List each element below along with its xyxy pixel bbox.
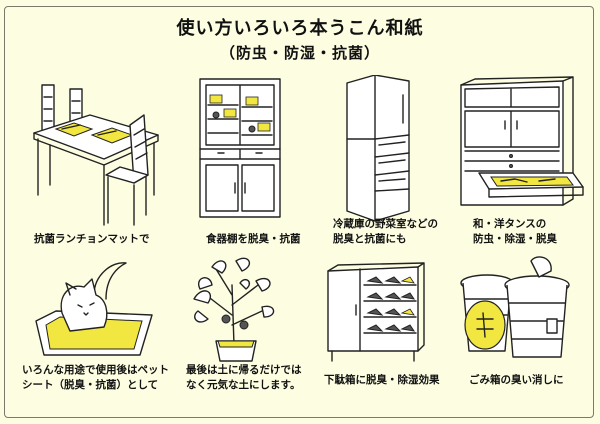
item-trash-cans: ごみ箱の臭い消しに bbox=[455, 255, 590, 405]
item-refrigerator: 冷蔵庫の野菜室などの 脱臭と抗菌にも bbox=[325, 75, 450, 250]
item-caption: ごみ箱の臭い消しに bbox=[469, 373, 564, 388]
caption-line: 脱臭と抗菌にも bbox=[333, 233, 407, 245]
item-caption: 抗菌ランチョンマットで bbox=[34, 232, 150, 247]
page-title: 使い方いろいろ本うこん和紙 bbox=[176, 18, 424, 39]
caption-line: 和・洋タンスの bbox=[473, 218, 547, 230]
caption-line: 冷蔵庫の野菜室などの bbox=[333, 218, 438, 230]
item-cat-litter-box: いろんな用途で使用後はペット シート（脱臭・抗菌）として bbox=[22, 255, 172, 405]
item-caption: いろんな用途で使用後はペット シート（脱臭・抗菌）として bbox=[22, 363, 169, 393]
item-caption: 最後は土に帰るだけでは なく元気な土にします。 bbox=[186, 363, 302, 393]
dining-table-icon bbox=[33, 84, 159, 226]
item-caption: 冷蔵庫の野菜室などの 脱臭と抗菌にも bbox=[333, 217, 438, 247]
caption-line: 食器棚を脱臭・抗菌 bbox=[206, 233, 301, 245]
item-dining-table: 抗菌ランチョンマットで bbox=[20, 75, 170, 245]
cupboard-icon bbox=[199, 78, 281, 218]
item-caption: 食器棚を脱臭・抗菌 bbox=[206, 232, 301, 247]
shoe-cabinet-icon bbox=[327, 262, 425, 362]
trash-cans-icon bbox=[460, 256, 570, 358]
item-shoe-cabinet: 下駄箱に脱臭・除湿効果 bbox=[320, 255, 450, 405]
caption-line: いろんな用途で使用後はペット bbox=[22, 364, 169, 376]
item-cupboard: 食器棚を脱臭・抗菌 bbox=[178, 75, 318, 245]
potted-plant-icon bbox=[193, 257, 275, 362]
caption-line: 下駄箱に脱臭・除湿効果 bbox=[324, 374, 440, 386]
page-subtitle: （防虫・防湿・抗菌） bbox=[219, 44, 380, 62]
caption-line: 最後は土に帰るだけでは bbox=[186, 364, 302, 376]
item-caption: 下駄箱に脱臭・除湿効果 bbox=[324, 373, 440, 388]
item-potted-plant: 最後は土に帰るだけでは なく元気な土にします。 bbox=[176, 255, 316, 405]
chest-of-drawers-icon bbox=[460, 76, 584, 206]
item-chest-of-drawers: 和・洋タンスの 防虫・除湿・脱臭 bbox=[455, 75, 590, 250]
cat-litter-box-icon bbox=[35, 262, 153, 356]
refrigerator-icon bbox=[346, 75, 410, 222]
caption-line: 抗菌ランチョンマットで bbox=[34, 233, 150, 245]
caption-line: ごみ箱の臭い消しに bbox=[469, 374, 564, 386]
caption-line: シート（脱臭・抗菌）として bbox=[22, 379, 159, 391]
item-caption: 和・洋タンスの 防虫・除湿・脱臭 bbox=[473, 217, 557, 247]
page-frame bbox=[4, 6, 594, 418]
caption-line: 防虫・除湿・脱臭 bbox=[473, 233, 557, 245]
caption-line: なく元気な土にします。 bbox=[186, 379, 301, 391]
